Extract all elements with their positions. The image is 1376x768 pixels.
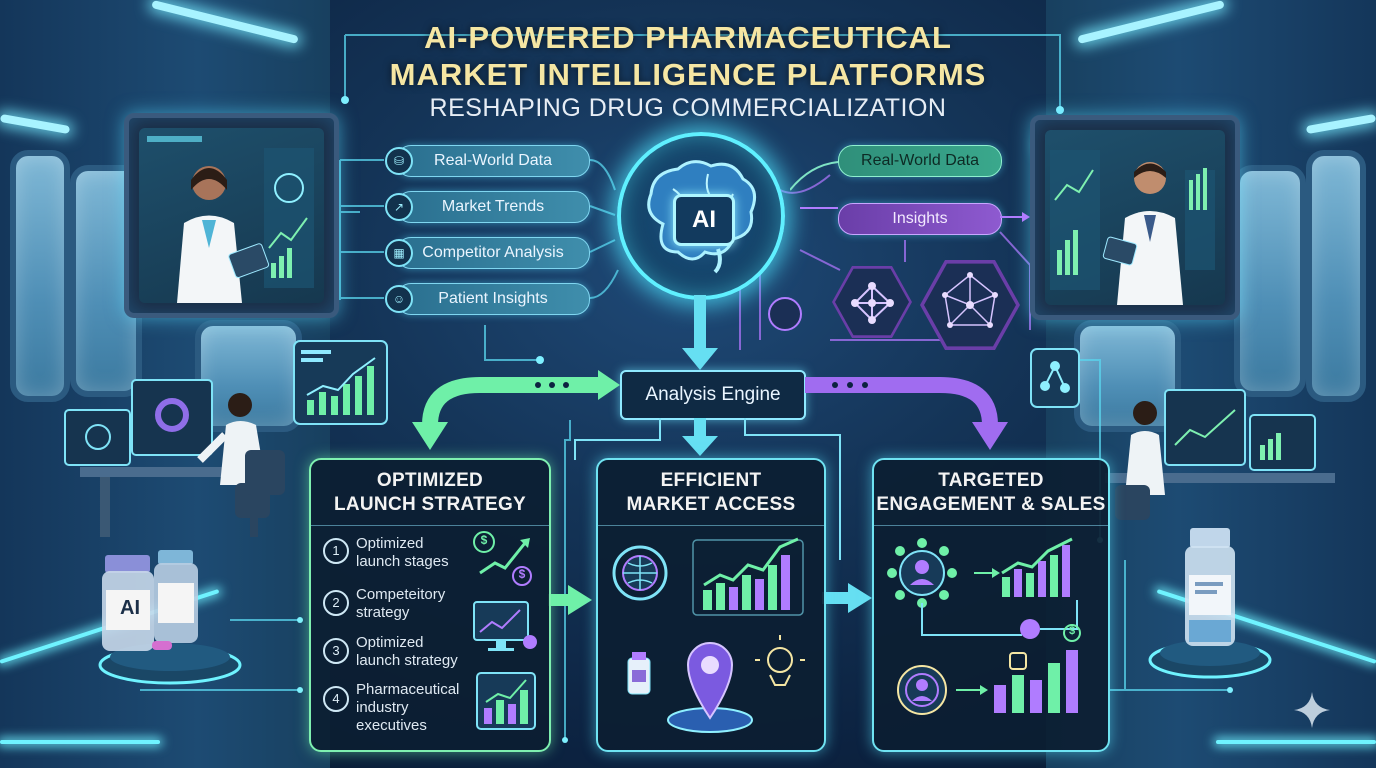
output-insights: Insights	[838, 203, 1002, 235]
step-number: 2	[323, 590, 349, 616]
floor-light	[0, 740, 160, 744]
panel-title: TARGETED ENGAGEMENT & SALES	[874, 460, 1108, 526]
right-window-3	[1074, 320, 1181, 432]
patient-icon: ☺	[385, 285, 413, 313]
bottle-label: AI	[120, 597, 140, 619]
output-arrows	[790, 161, 1030, 222]
vial-pedestal	[1148, 528, 1272, 679]
floor-light	[1216, 740, 1376, 744]
panel-title: EFFICIENT MARKET ACCESS	[598, 460, 824, 526]
step-text: Competeitory strategy	[356, 586, 446, 621]
step-text: Optimized launch stages	[356, 535, 449, 570]
monitor-chart-icon	[473, 601, 537, 651]
tool-node-icon	[768, 297, 802, 331]
ai-badge: AI	[673, 194, 735, 246]
molecule-icon	[851, 282, 894, 324]
subtitle: RESHAPING DRUG COMMERCIALIZATION	[429, 94, 947, 122]
input-patient-insights: Patient Insights	[396, 283, 590, 315]
dollar-sign: $	[518, 567, 526, 581]
dollar-sign: $	[480, 533, 488, 547]
location-pin-icon	[627, 635, 805, 733]
scientist-illustration	[147, 136, 314, 303]
panel-title: OPTIMIZED LAUNCH STRATEGY	[311, 460, 549, 526]
growth-chart-icon	[473, 531, 532, 586]
step-text: Optimized launch strategy	[356, 634, 458, 669]
globe-growth-icon	[612, 537, 804, 616]
right-window	[1306, 150, 1366, 402]
analysis-engine: Analysis Engine	[620, 370, 806, 420]
left-monitor	[124, 113, 339, 318]
left-window	[10, 150, 70, 402]
dollar-sign: $	[1068, 625, 1076, 637]
step-number: 1	[323, 538, 349, 564]
right-monitor	[1030, 115, 1240, 320]
sparkle-icon	[1294, 692, 1330, 728]
scientist-illustration	[1050, 150, 1215, 305]
chart-card-icon	[293, 340, 388, 425]
input-market-trends: Market Trends	[396, 191, 590, 223]
right-workstation-illustration	[1105, 389, 1335, 520]
molecule-card-icon	[1030, 348, 1080, 408]
bar-chart-icon	[476, 672, 536, 730]
trend-chart-icon: ↗	[385, 193, 413, 221]
step-number: 3	[323, 638, 349, 664]
output-real-world-data: Real-World Data	[838, 145, 1002, 177]
left-workstation-illustration	[64, 379, 285, 537]
network-icon	[942, 272, 998, 328]
step-text: Pharmaceutical industry executives	[356, 681, 460, 734]
step-number: 4	[323, 686, 349, 712]
building-icon: ▦	[385, 239, 413, 267]
title-line-2: MARKET INTELLIGENCE PLATFORMS	[389, 57, 987, 92]
engagement-sales-icons	[887, 537, 1081, 715]
title-line-1: AI-POWERED PHARMACEUTICAL	[424, 20, 952, 55]
database-icon: ⛁	[385, 147, 413, 175]
input-competitor-analysis: Competitor Analysis	[396, 237, 590, 269]
medicine-bottle-pedestal	[98, 550, 242, 685]
input-real-world-data: Real-World Data	[396, 145, 590, 177]
